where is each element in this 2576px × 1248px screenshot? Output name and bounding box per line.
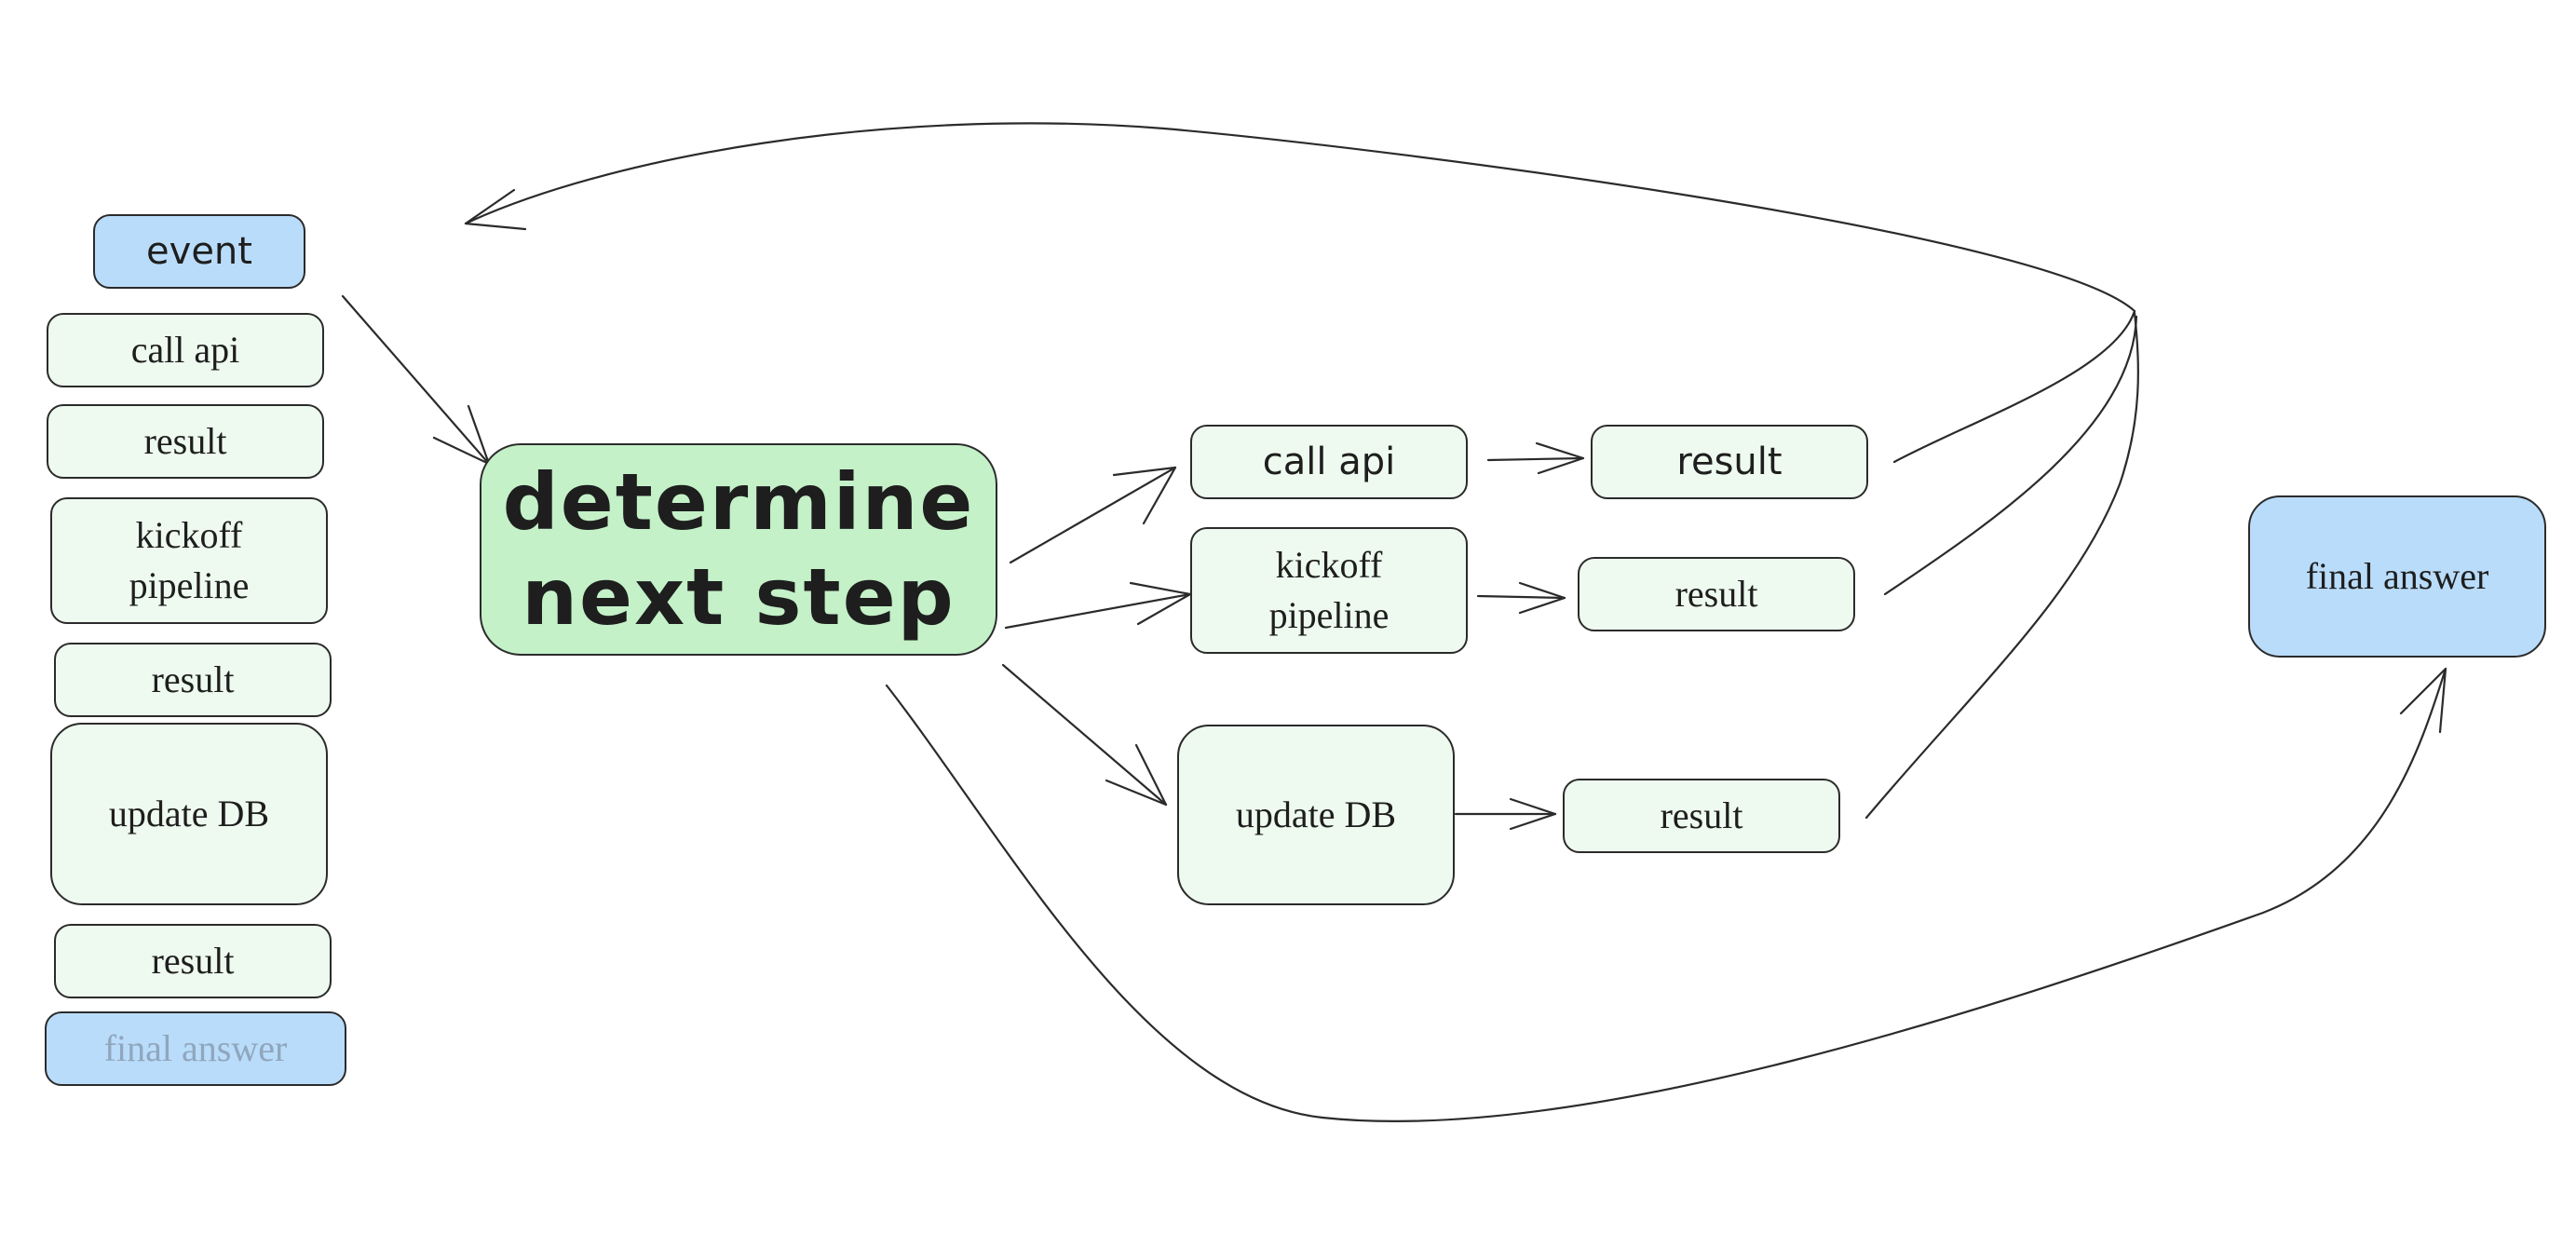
edge-main-to-update-db (1001, 663, 1168, 807)
final-answer-node: final answer (2248, 495, 2546, 658)
branch-update-db: update DB (1177, 725, 1455, 905)
branch-result-update-db: result (1563, 779, 1840, 853)
left-stack-result-3: result (54, 924, 332, 998)
left-stack-update-db: update DB (50, 723, 328, 905)
determine-next-step-node: determine next step (480, 443, 997, 656)
edge-main-to-final (885, 667, 2447, 1122)
edge-update-db-to-result (1454, 797, 1557, 831)
branch-result-call-api: result (1591, 425, 1868, 499)
left-stack-final-answer: final answer (45, 1011, 346, 1086)
edge-main-to-kickoff (1004, 581, 1192, 630)
edge-main-to-call-api (1009, 466, 1177, 564)
edge-kickoff-to-result (1476, 581, 1566, 615)
left-stack-kickoff-pipeline: kickoff pipeline (50, 497, 328, 624)
branch-kickoff-pipeline: kickoff pipeline (1190, 527, 1468, 654)
branch-result-kickoff: result (1578, 557, 1855, 631)
left-stack-result-1: result (47, 404, 324, 479)
edge-call-api-to-result (1486, 441, 1585, 475)
edge-loop-back-to-event (464, 122, 2136, 313)
branch-call-api: call api (1190, 425, 1468, 499)
edge-event-to-main (341, 294, 491, 466)
left-stack-result-2: result (54, 643, 332, 717)
edge-results-converge (1864, 309, 2139, 820)
left-stack-call-api: call api (47, 313, 324, 387)
left-stack-event: event (93, 214, 305, 289)
